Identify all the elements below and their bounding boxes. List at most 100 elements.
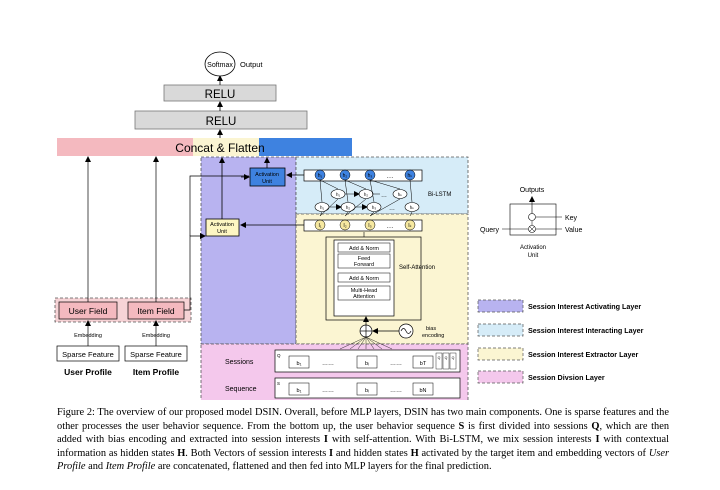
softmax-node bbox=[204, 51, 236, 77]
sequence-s-sub: S bbox=[277, 381, 280, 386]
h-label-2: h₂ bbox=[343, 173, 348, 179]
hb-label-dots: … bbox=[381, 193, 387, 199]
caption-part: I bbox=[595, 434, 600, 446]
hidden-state-row bbox=[303, 169, 423, 182]
inset-title-line2: Unit bbox=[528, 253, 539, 259]
activation-unit-inset: Outputs Key Value Query Activation Unit bbox=[480, 187, 583, 259]
user-embedding-label: Embedding bbox=[74, 333, 102, 339]
legend-label-division: Session Divsion Layer bbox=[528, 373, 605, 382]
caption-part: User Profile bbox=[57, 447, 670, 473]
hs-label-dots: … bbox=[389, 206, 395, 212]
sequence-cell-bi bbox=[356, 382, 378, 396]
inset-outputs-label: Outputs bbox=[520, 187, 545, 194]
hs-label-1: h₁ bbox=[320, 205, 325, 210]
h-label-dots: … bbox=[387, 173, 394, 180]
session-cell-bt-label: bT bbox=[420, 361, 427, 367]
bilstm-backward-cells bbox=[330, 189, 408, 199]
legend-label-extractor: Session Interest Extractor Layer bbox=[528, 350, 638, 359]
i-label-2: I₂ bbox=[343, 223, 346, 229]
activation-unit-top bbox=[249, 167, 286, 187]
caption-part: with contextual information as hidden st… bbox=[57, 434, 669, 459]
session-cell-b1-label: b₁ bbox=[297, 361, 302, 367]
unit-connections bbox=[240, 172, 304, 228]
hb-label-1: h₁ bbox=[336, 192, 341, 197]
add-norm-top-box bbox=[337, 242, 391, 253]
caption-part: and hidden states bbox=[333, 447, 411, 459]
h-label-1: h₁ bbox=[318, 173, 323, 179]
concat-yellow-segment bbox=[193, 138, 259, 156]
softmax-label: Softmax bbox=[207, 62, 233, 69]
sessions-q-sub: Q bbox=[277, 353, 281, 358]
legend-label-activating: Session Interest Activating Layer bbox=[528, 302, 641, 311]
activation-unit-left-line1: Activation bbox=[210, 222, 234, 228]
caption-part: I bbox=[323, 434, 328, 446]
relu-top-label: RELU bbox=[205, 89, 236, 101]
legend-swatch-division bbox=[477, 370, 524, 384]
session-cell-bi-label: bᵢ bbox=[365, 361, 369, 367]
activation-unit-left-line2: Unit bbox=[217, 229, 227, 235]
feed-forward-box bbox=[337, 253, 391, 269]
caption-part: I bbox=[329, 447, 334, 459]
legend-swatch-extractor bbox=[477, 347, 524, 361]
session-dots-1: …… bbox=[322, 361, 334, 367]
i-label-3: I₃ bbox=[368, 223, 371, 229]
feed-forward-line2: Forward bbox=[354, 262, 374, 268]
hs-label-3: h₃ bbox=[372, 205, 377, 210]
legend: Session Interest Activating Layer Sessio… bbox=[477, 299, 644, 384]
caption-part: . Both Vectors of session interests bbox=[185, 447, 330, 459]
multi-head-line2: Attention bbox=[353, 294, 375, 300]
item-sparse-feature-label: Sparse Feature bbox=[130, 350, 182, 359]
session-tail-2: Q bbox=[445, 356, 448, 360]
session-cell-bt bbox=[412, 355, 434, 369]
h-label-3: h₃ bbox=[368, 173, 373, 179]
session-interest-nodes bbox=[314, 219, 416, 231]
session-tail-3: Q bbox=[452, 356, 455, 360]
add-norm-top-label: Add & Norm bbox=[349, 246, 379, 252]
hb-label-k: hₖ bbox=[398, 192, 403, 197]
legend-swatch-interacting bbox=[477, 323, 524, 337]
i-label-dots: … bbox=[387, 223, 394, 230]
item-profile-label: Item Profile bbox=[133, 367, 180, 377]
user-field-label: User Field bbox=[69, 306, 108, 316]
inset-query-label: Query bbox=[480, 227, 500, 234]
user-sparse-feature-label: Sparse Feature bbox=[62, 350, 114, 359]
caption-part: H bbox=[410, 447, 419, 459]
legend-label-interacting: Session Interest Interacting Layer bbox=[528, 326, 644, 335]
session-cell-b1 bbox=[288, 355, 310, 369]
output-label: Output bbox=[240, 60, 263, 69]
activation-unit-top-line2: Unit bbox=[262, 179, 272, 185]
hs-label-2: h₂ bbox=[346, 205, 351, 210]
bilstm-connections bbox=[319, 179, 413, 217]
sequence-cell-b1-label: b₁ bbox=[297, 388, 302, 394]
self-attention-block bbox=[325, 236, 422, 321]
bilstm-forward-cells bbox=[314, 202, 420, 212]
concat-label: Concat & Flatten bbox=[175, 141, 264, 155]
caption-part: H bbox=[177, 447, 186, 459]
sequence-cell-b1 bbox=[288, 382, 310, 396]
concat-blue-segment bbox=[259, 138, 352, 156]
encoding-label: encoding bbox=[422, 333, 444, 339]
session-fan-lines bbox=[339, 336, 393, 350]
session-tail-1: Q bbox=[438, 356, 441, 360]
bias-label: bias bbox=[426, 326, 436, 332]
caption-part: Figure 2: The overview of our proposed m… bbox=[57, 407, 669, 432]
caption-part: are concatenated, flattened and then fed… bbox=[155, 461, 492, 473]
self-attention-label: Self-Attention bbox=[399, 265, 435, 271]
sequence-cell-bn bbox=[412, 382, 434, 396]
relu-bottom-label: RELU bbox=[206, 116, 237, 128]
dsin-architecture-figure: Concat & Flatten RELU RELU Softmax Outpu… bbox=[54, 51, 644, 400]
caption-part: S bbox=[458, 420, 465, 432]
item-embedding-label: Embedding bbox=[142, 333, 170, 339]
caption-part: Item Profile bbox=[105, 461, 156, 473]
inset-value-label: Value bbox=[565, 227, 582, 234]
user-sparse-feature-box bbox=[56, 345, 120, 362]
session-tail-cells bbox=[435, 352, 457, 370]
user-profile-label: User Profile bbox=[64, 367, 112, 377]
sequence-dots-1: …… bbox=[322, 388, 334, 394]
hs-label-k: hₖ bbox=[410, 205, 415, 210]
caption-part: and bbox=[85, 461, 106, 473]
add-norm-bottom-label: Add & Norm bbox=[349, 276, 379, 282]
caption-part: with self-attention. With Bi-LSTM, we mi… bbox=[327, 434, 596, 446]
item-sparse-feature-box bbox=[124, 345, 188, 362]
feed-forward-line1: Feed bbox=[358, 256, 371, 262]
